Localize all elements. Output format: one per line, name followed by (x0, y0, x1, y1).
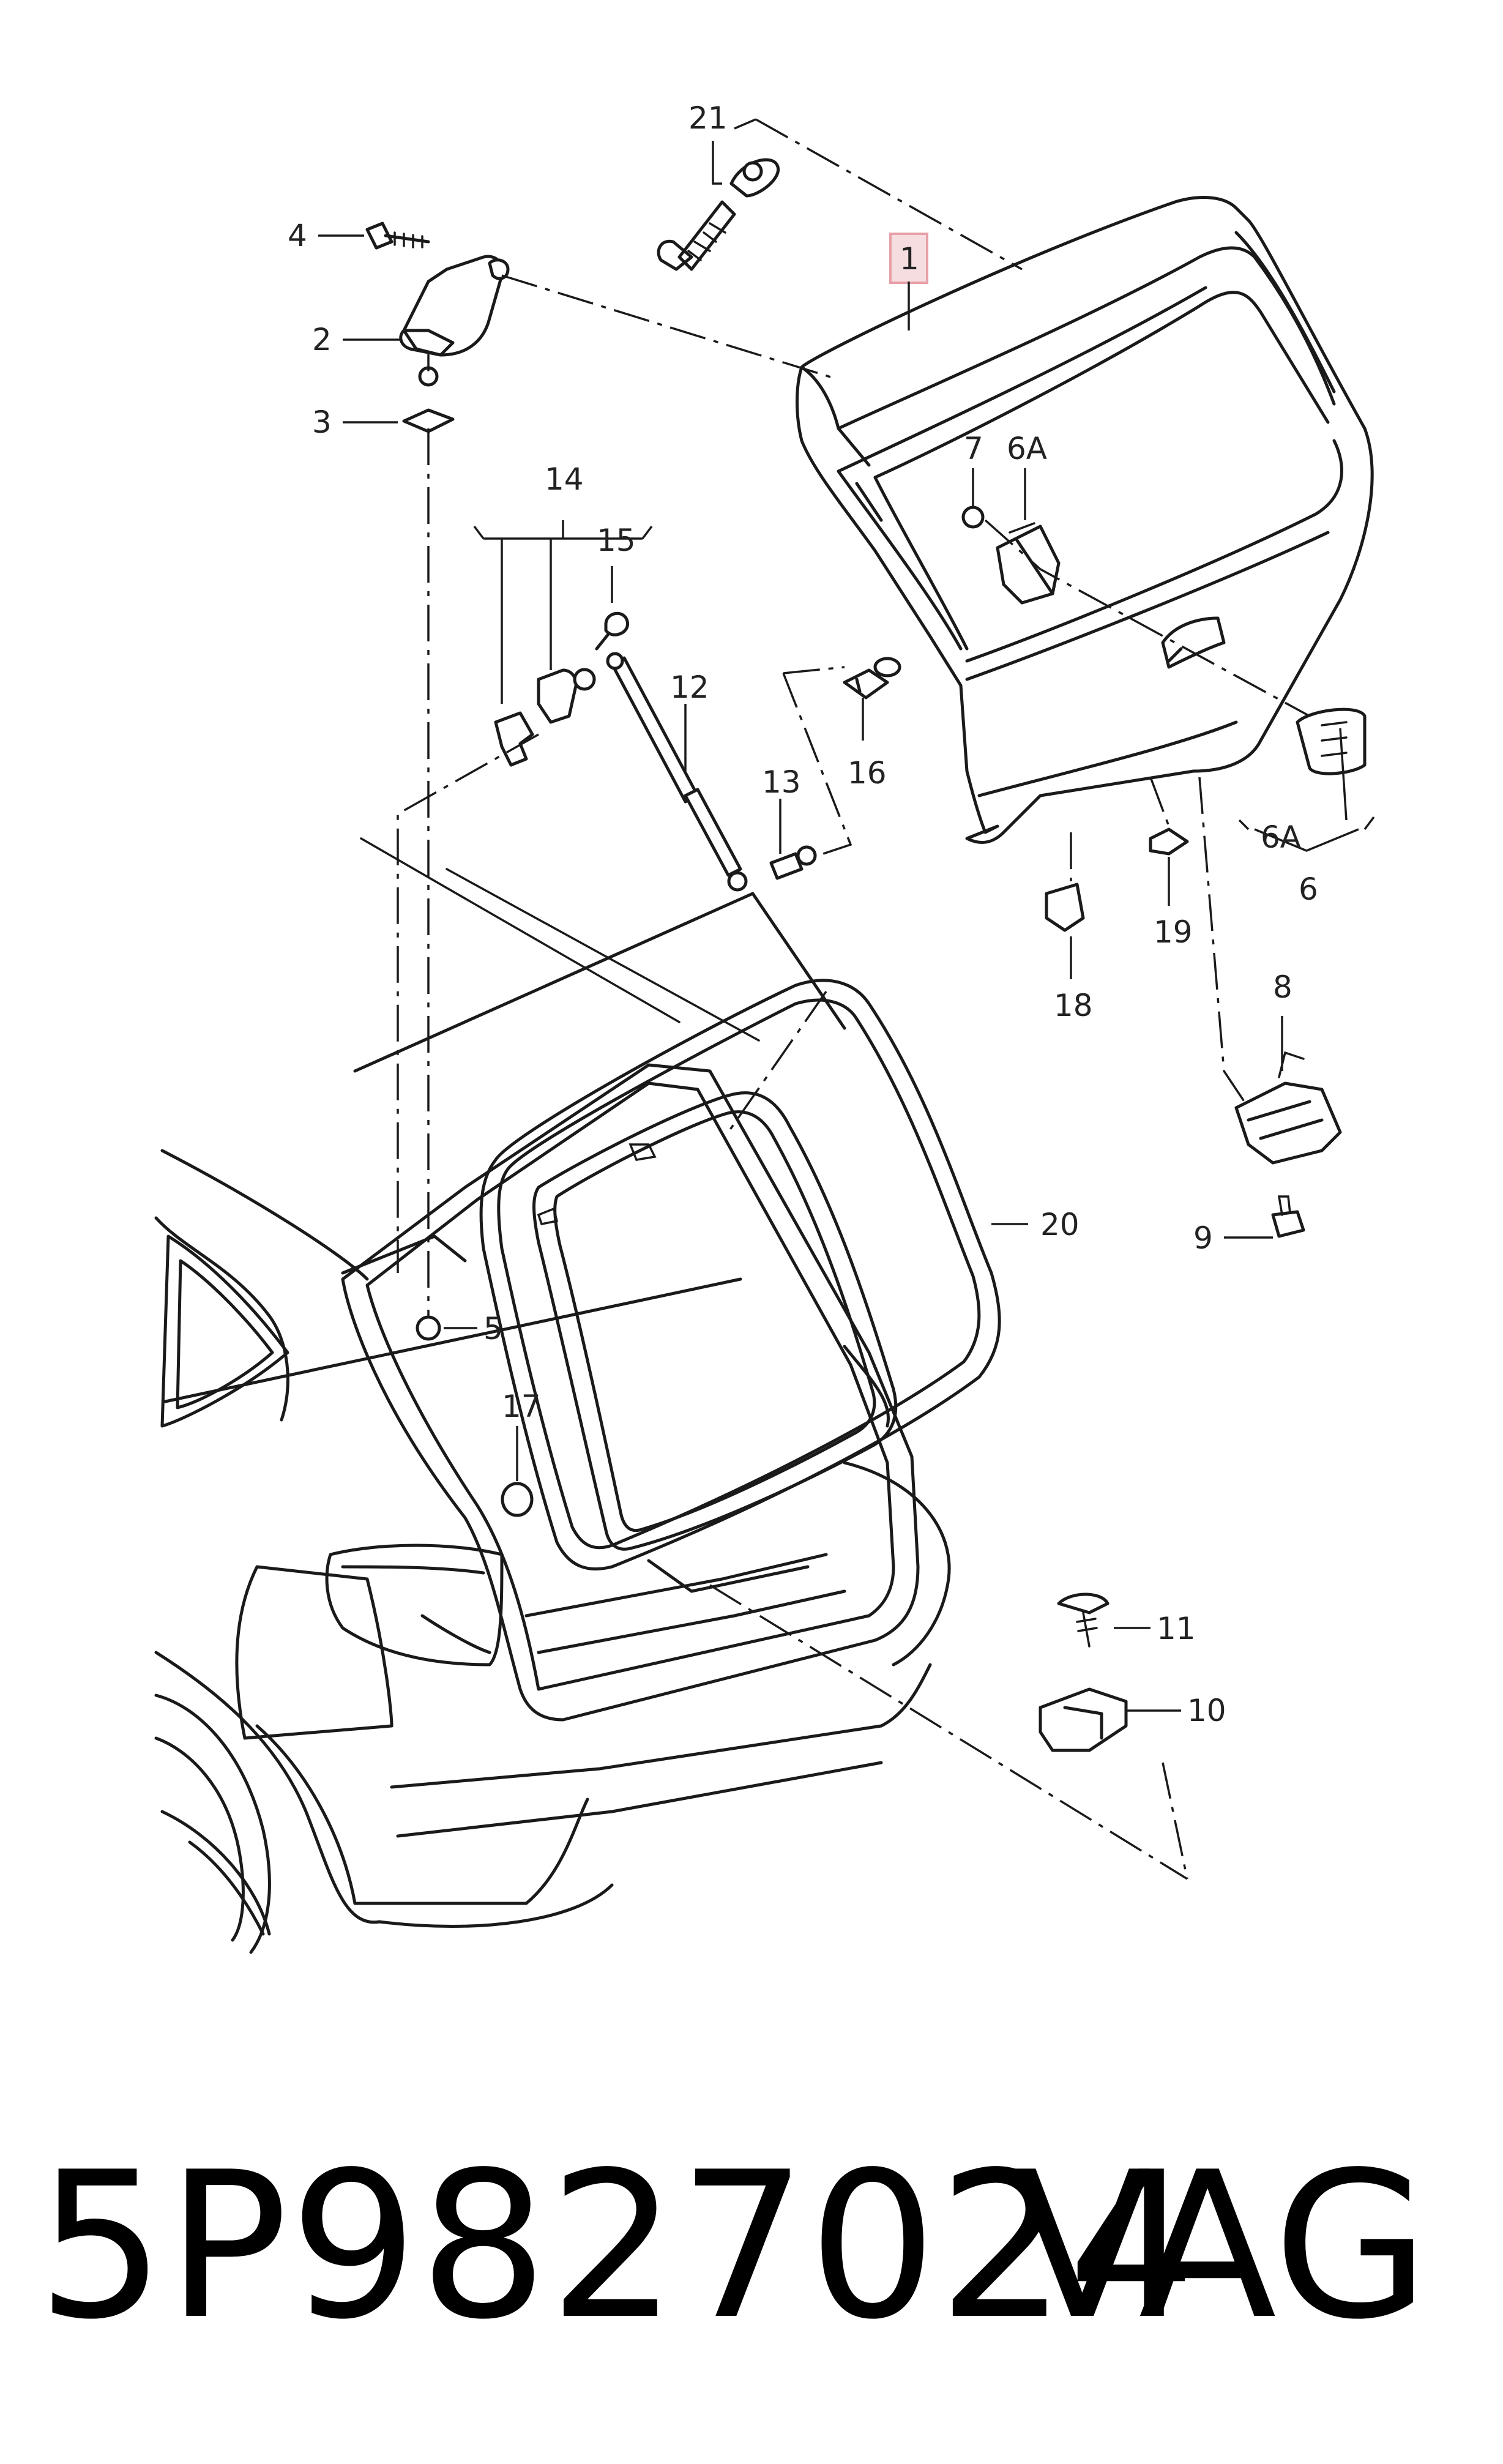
callout-17: 17 (502, 1389, 541, 1424)
callout-10: 10 (1187, 1693, 1226, 1728)
brand-label: VAG (1013, 2129, 1430, 2364)
emblem-part-6 (1296, 707, 1367, 775)
lock-part-8 (1234, 1051, 1342, 1165)
callout-5: 5 (483, 1311, 503, 1346)
callout-16: 16 (848, 755, 887, 791)
footer: 5P9827024 VAG (0, 2130, 1503, 2362)
callout-9: 9 (1193, 1220, 1213, 1256)
callout-leaders (318, 141, 1375, 1712)
buffer-part-16 (843, 657, 901, 700)
callout-2: 2 (312, 322, 332, 357)
check-strap-part-21 (657, 158, 780, 271)
bracket-part-14 (494, 668, 596, 767)
switch-part-6a-upper (996, 522, 1061, 605)
callout-1: 1 (900, 241, 919, 277)
gasket-part-3 (402, 408, 455, 433)
callout-6a-bottom: 6A (1261, 819, 1301, 855)
callout-11: 11 (1157, 1611, 1196, 1646)
callout-21: 21 (688, 100, 728, 136)
callout-19: 19 (1154, 914, 1193, 950)
car-body-outline (154, 892, 951, 1954)
bolt-part-4 (365, 222, 430, 250)
callout-18: 18 (1054, 988, 1093, 1023)
gas-strut-part-12 (606, 652, 748, 892)
plug-part-17 (501, 1482, 534, 1517)
nut-part-7 (961, 506, 985, 529)
callout-labels: 21 1 4 2 3 14 15 12 13 16 7 6A 6A 6 19 1… (288, 100, 1318, 1728)
callout-14: 14 (545, 461, 584, 497)
part-number: 5P9827024 (37, 2129, 1198, 2364)
assembly-lines (360, 118, 1310, 1880)
callout-6a-top: 6A (1007, 431, 1047, 466)
nut-part-5 (416, 1315, 441, 1341)
callout-3: 3 (312, 405, 332, 440)
screw-part-11 (1057, 1592, 1110, 1648)
callout-7: 7 (964, 431, 983, 466)
tailgate-seal (479, 979, 1001, 1571)
striker-part-10 (1039, 1687, 1128, 1752)
callout-20: 20 (1040, 1207, 1080, 1242)
screw-part-9 (1271, 1195, 1305, 1238)
callout-12: 12 (670, 670, 709, 705)
bolt-part-15 (595, 611, 629, 651)
callout-13: 13 (762, 764, 801, 800)
exploded-parts-diagram: 21 1 4 2 3 14 15 12 13 16 7 6A 6A 6 19 1… (154, 100, 1375, 1954)
buffer-part-18 (1045, 883, 1085, 932)
hinge-part-2 (399, 255, 510, 387)
callout-6: 6 (1299, 872, 1318, 907)
tailgate-panel (796, 196, 1374, 845)
tailgate-opening (341, 1063, 920, 1722)
callout-4: 4 (288, 218, 307, 253)
pin-part-13 (769, 845, 817, 880)
light-part-19 (1149, 827, 1189, 856)
callout-15: 15 (597, 523, 636, 558)
callout-8: 8 (1273, 969, 1292, 1005)
